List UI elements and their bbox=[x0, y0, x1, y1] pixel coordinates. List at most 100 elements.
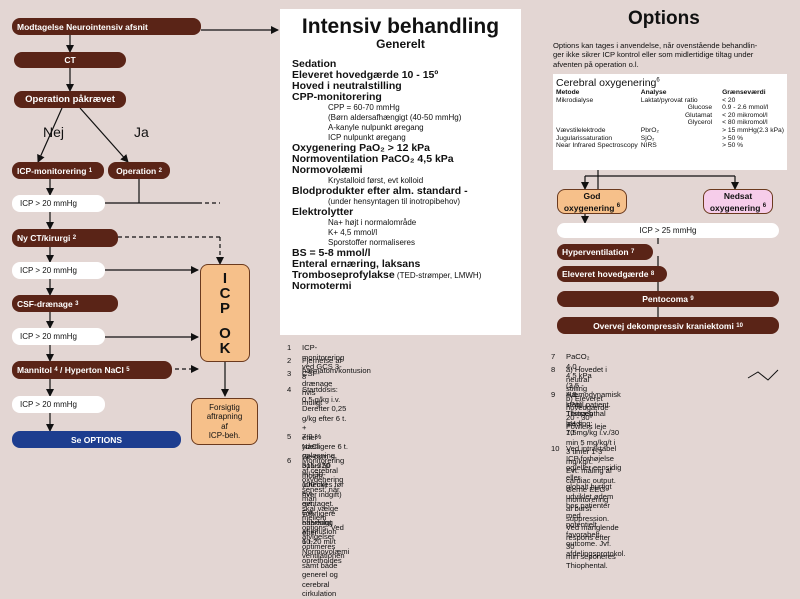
careful-weaning-line: Forsigtig bbox=[209, 402, 240, 412]
careful-weaning-line: af bbox=[221, 421, 228, 431]
note-number: 10 bbox=[551, 444, 560, 453]
panel-subtitle: Generelt bbox=[376, 37, 425, 51]
header-cell: Metode bbox=[556, 89, 580, 96]
table-cell: Laktat/pyrovat ratio bbox=[640, 96, 698, 104]
icp-gt-20-box-3: ICP > 20 mmHg bbox=[12, 328, 105, 345]
reduced-line: oxygenering bbox=[709, 202, 761, 213]
table-cell: < 80 mikromol/l bbox=[722, 119, 768, 127]
note-ref: 9 bbox=[690, 296, 694, 302]
table-cell: Glycerol bbox=[687, 119, 713, 127]
note-line: 10 mg/kg i.v./30 min 5 mg/kg/t i 3 timer… bbox=[566, 428, 620, 466]
intro-line: afventen på operation o.l. bbox=[553, 59, 639, 69]
note-ref: 10 bbox=[736, 322, 743, 329]
note-ref: 4 bbox=[54, 367, 58, 373]
note-ref: 7 bbox=[630, 249, 635, 255]
table-cell: Near Infrared Spectroscopy bbox=[556, 142, 638, 150]
careful-weaning-box: Forsigtig aftrapning af ICP-beh. bbox=[191, 398, 258, 445]
pentocoma-box: Pentocoma 9 bbox=[557, 291, 779, 307]
note-number: 6 bbox=[287, 456, 292, 465]
table-cell: PbrO₂ bbox=[640, 126, 659, 134]
note-ref: 1 bbox=[88, 167, 93, 174]
icp-ok-letter: C bbox=[219, 284, 231, 302]
table-cell: Glucose bbox=[687, 104, 713, 112]
icp-ok-box: I C P O K bbox=[200, 264, 250, 362]
note-line: efter yderligere 6 t. Se-osm < 315-320 m… bbox=[302, 432, 349, 480]
treatment-item: ICP nulpunkt øregang bbox=[328, 133, 406, 142]
treatment-item: Normovolæmi bbox=[292, 164, 363, 176]
craniectomy-box: Overvej dekompressiv kraniektomi 10 bbox=[557, 317, 779, 334]
table-cell: Jugularissaturation bbox=[556, 134, 613, 142]
treatment-item: K+ 4,5 mmol/l bbox=[328, 228, 378, 237]
treatment-item: BS = 5-8 mmol/l bbox=[292, 247, 371, 259]
treatment-item: Oxygenering PaO₂ > 12 kPa bbox=[292, 142, 431, 154]
table-cell: Glutamat bbox=[684, 111, 713, 119]
note-line: Ved intraktabel ICP forhøjelse og/eller … bbox=[566, 444, 622, 482]
table-cell: Vævstilelektrode bbox=[556, 126, 606, 134]
new-ct-box: Ny CT/kirurgi 2 bbox=[12, 229, 118, 247]
treatment-item: Normotermi bbox=[292, 280, 352, 292]
panel-title: Intensiv behandling bbox=[301, 15, 500, 38]
icp-gt-25-label: ICP > 25 mmHg bbox=[639, 226, 697, 235]
csf-box: CSF-drænage 3 bbox=[12, 295, 118, 312]
cerebral-title: Cerebral oxygenering6 bbox=[553, 74, 787, 89]
craniectomy-label: Overvej dekompressiv kraniektomi bbox=[593, 320, 734, 331]
treatment-item: CPP = 60-70 mmHg bbox=[328, 103, 400, 112]
note-line: Startdosis: 0,5 g/kg i.v. Derefter 0,25 … bbox=[302, 385, 347, 432]
elevated-head-label: Eleveret hovedgærde bbox=[562, 269, 649, 279]
icp-gt-20-label: ICP > 20 mmHg bbox=[20, 400, 77, 409]
note-ref: 6 bbox=[762, 202, 767, 209]
note-line: 7,2 % NaCl opløsning, bolus 50 ml (30-10… bbox=[302, 432, 338, 489]
note-number: 4 bbox=[287, 385, 292, 394]
careful-weaning-line: aftrapning bbox=[206, 412, 243, 421]
treatment-item: CPP-monitorering bbox=[292, 91, 382, 103]
icp-gt-20-label: ICP > 20 mmHg bbox=[20, 266, 77, 275]
reduced-line: Nedsat bbox=[723, 190, 753, 201]
note-ref: 5 bbox=[126, 367, 130, 373]
note-number: 1 bbox=[287, 343, 292, 352]
yes-label: Ja bbox=[134, 124, 149, 140]
start-label: Modtagelse Neurointensiv afsnit bbox=[17, 21, 148, 32]
start-box: Modtagelse Neurointensiv afsnit bbox=[12, 18, 201, 35]
options-intro: Options kan tages i anvendelse, når oven… bbox=[553, 41, 793, 69]
treatment-item: Hoved i neutralstilling bbox=[292, 80, 402, 92]
note-line: ICP-monitorering ved GCS 3-8 bbox=[302, 343, 345, 381]
note-ref: 8 bbox=[650, 271, 655, 277]
good-oxygenation-box: God oxygenering 6 bbox=[557, 189, 627, 214]
note-line: CSF-drænage hvis muligt bbox=[302, 369, 333, 407]
operation-box: Operation 2 bbox=[108, 162, 170, 179]
note-ref: 2 bbox=[158, 167, 162, 174]
table-cell: < 20 mikromol/l bbox=[722, 111, 768, 119]
icp-ok-letter: I bbox=[222, 269, 228, 287]
note-line: a) Hovedet i neutral stilling bbox=[566, 365, 607, 393]
no-label: Nej bbox=[43, 124, 65, 140]
new-ct-label: Ny CT/kirurgi bbox=[17, 233, 71, 243]
note-line: potentielt favorabelt outcome. Jvf. afde… bbox=[566, 520, 626, 558]
table-cell: > 50 % bbox=[722, 134, 744, 142]
note-number: 7 bbox=[551, 352, 556, 361]
icp-ok-letter: P bbox=[219, 299, 230, 317]
note-line: Hæmodynamisk stabil patient. Thiopenthal… bbox=[566, 390, 621, 428]
operation-required-box: Operation påkrævet bbox=[14, 91, 126, 108]
treatment-item: Krystalloid først, evt kolloid bbox=[328, 176, 424, 185]
hyperventilation-box: Hyperventilation 7 bbox=[557, 244, 653, 260]
note-ref: 3 bbox=[75, 300, 79, 307]
icp-gt-20-box-2: ICP > 20 mmHg bbox=[12, 262, 105, 279]
see-options-box[interactable]: Se OPTIONS bbox=[12, 431, 181, 448]
treatment-item-detail: (TED-strømper, LMWH) bbox=[394, 271, 482, 280]
note-number: 9 bbox=[551, 390, 556, 399]
icp-gt-20-label: ICP > 20 mmHg bbox=[20, 199, 77, 208]
pentocoma-label: Pentocoma bbox=[642, 294, 689, 304]
trend-icon bbox=[747, 369, 779, 381]
table-cell bbox=[556, 112, 641, 120]
table-cell: > 15 mmHg(2.3 kPa) bbox=[722, 126, 784, 134]
treatment-item: Eleveret hovedgærde 10 - 15º bbox=[292, 69, 439, 81]
options-title: Options bbox=[628, 8, 700, 29]
icp-ok-letter: O bbox=[219, 324, 231, 342]
treatment-item: A-kanyle nulpunkt øregang bbox=[328, 123, 424, 132]
treatment-item: Elektrolytter bbox=[292, 206, 354, 218]
table-row: Glycerol < 80 mikromol/l bbox=[556, 119, 787, 127]
